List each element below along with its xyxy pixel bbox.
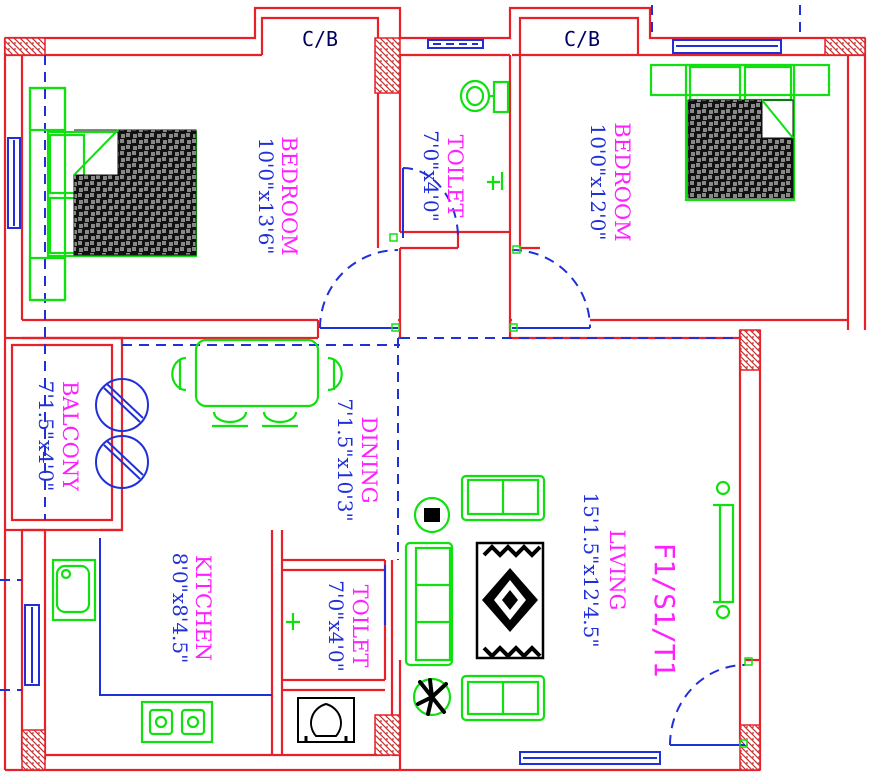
room-dims-toilet-top: 7'0"x4'0" (419, 130, 443, 222)
room-dims-toilet-bottom: 7'0"x4'0" (324, 580, 348, 672)
unit-label: F1/S1/T1 (648, 543, 681, 678)
room-dims-kitchen: 8'0"x8'4.5" (168, 553, 192, 664)
wc-top-icon (459, 79, 510, 114)
walls (3, 6, 867, 772)
sofa-top-icon (460, 474, 546, 522)
room-dims-living: 15'1.5"x12'4.5" (579, 492, 603, 647)
sofa-bottom-icon (460, 674, 546, 722)
room-name-balcony: BALCONY (58, 381, 82, 492)
cupboard-label-left: C/B (302, 27, 338, 51)
tap-bottom-icon (286, 613, 300, 630)
room-dims-dining: 7'1.5"x10'3" (333, 398, 357, 521)
wc-bottom-icon (297, 697, 355, 743)
windows (0, 5, 801, 765)
room-dims-bedroom-left: 10'0"x13'6" (254, 137, 278, 254)
room-name-dining: DINING (357, 417, 381, 504)
room-name-bedroom-right: BEDROOM (610, 122, 634, 241)
cupboard-label-right: C/B (564, 27, 600, 51)
stove-icon (140, 700, 214, 744)
tap-top-icon (487, 172, 504, 190)
room-name-toilet-bottom: TOILET (348, 585, 372, 668)
room-dims-balcony: 7'1.5"x4'0" (34, 381, 58, 492)
doors (99, 167, 753, 748)
room-name-toilet-top: TOILET (443, 135, 467, 218)
room-name-kitchen: KITCHEN (191, 555, 215, 661)
room-name-living: LIVING (605, 530, 629, 611)
phone-table-icon (413, 496, 451, 534)
kitchen-sink-icon (51, 558, 97, 622)
plant-icon (412, 677, 452, 717)
room-name-bedroom-left: BEDROOM (277, 136, 301, 255)
tv-unit-icon (713, 480, 735, 620)
bed-right-icon (649, 63, 831, 202)
dining-table-icon (171, 338, 343, 428)
gas-cylinder-icon (95, 378, 149, 489)
rug-icon (475, 541, 545, 660)
room-dims-bedroom-right: 10'0"x12'0" (586, 123, 610, 240)
bed-left-icon (28, 86, 198, 302)
column-hatches (4, 37, 866, 771)
sofa-left-icon (404, 541, 454, 667)
